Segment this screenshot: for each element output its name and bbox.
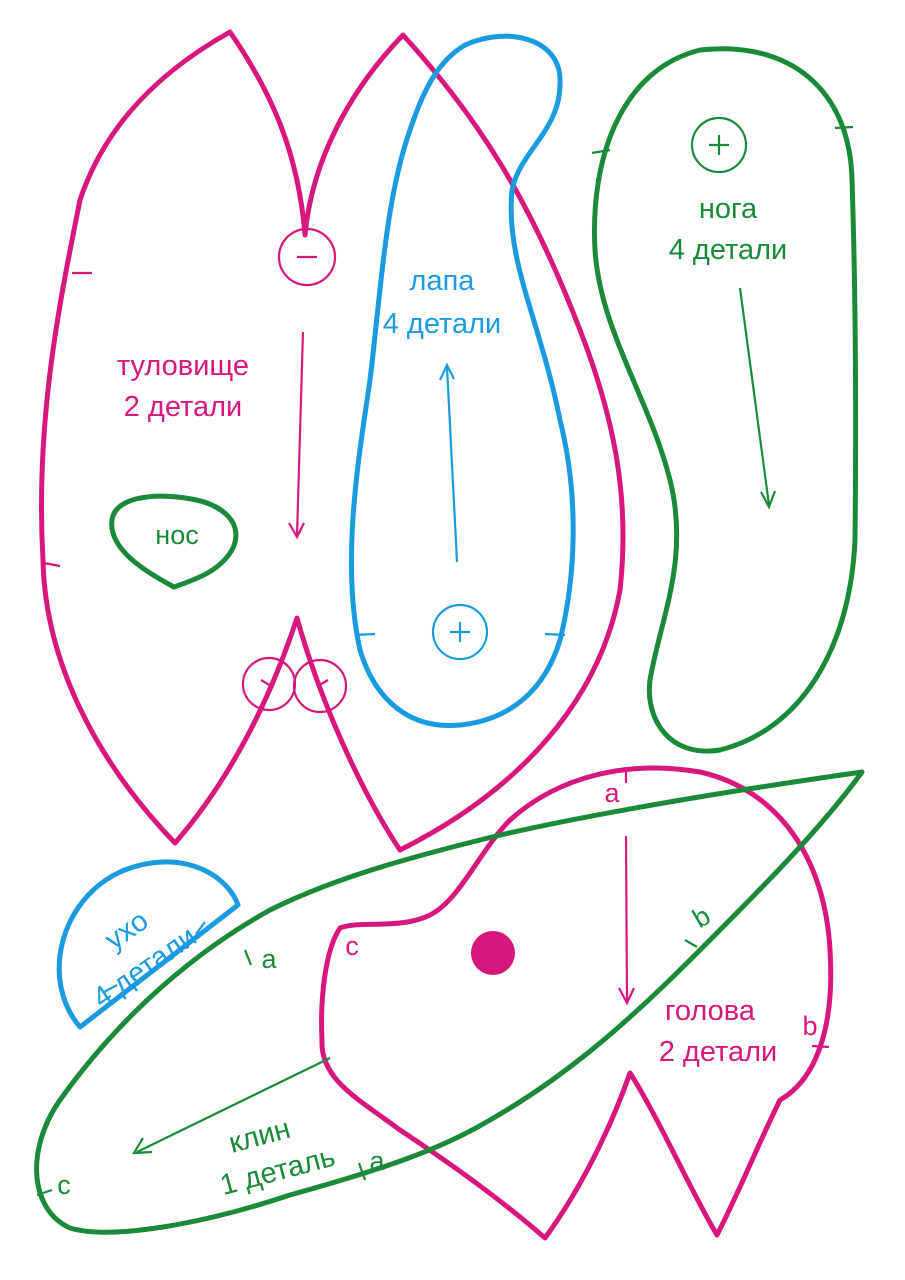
leg-join-circle <box>690 116 748 174</box>
body-notch-left-lower <box>43 561 61 568</box>
wedge-notch-a-lower <box>357 1162 367 1181</box>
wedge-notch-b <box>684 939 698 948</box>
paw-label-line2: 4 детали <box>383 308 501 340</box>
wedge-notch-c <box>36 1188 53 1197</box>
leg-grain-arrowhead <box>760 490 777 510</box>
wedge-mark-a-upper: a <box>261 944 277 974</box>
ear-notch-right <box>195 921 206 935</box>
nose-outline <box>109 493 239 590</box>
wedge-notch-a-upper <box>243 949 253 966</box>
wedge-outline <box>34 769 865 1235</box>
paw-grain-arrowhead <box>439 362 455 381</box>
body-join-circle-right <box>292 658 348 714</box>
wedge-mark-a-lower: a <box>369 1146 385 1176</box>
body-piece: туловище 2 детали <box>38 29 626 853</box>
head-grain-arrowhead <box>618 987 635 1006</box>
body-outline <box>38 29 626 853</box>
body-label-line2: 2 детали <box>124 391 242 423</box>
body-join-mark-left <box>260 679 272 687</box>
paw-notch-right <box>544 632 566 637</box>
leg-label-line2: 4 детали <box>669 234 787 266</box>
leg-grain-arrow <box>738 287 771 506</box>
ear-outline <box>56 859 241 1030</box>
head-piece: a b c голова 2 детали <box>319 765 834 1241</box>
paw-label-line1: лапа <box>410 265 476 297</box>
head-eye-dot <box>471 931 515 975</box>
head-mark-b: b <box>802 1011 817 1041</box>
body-join-mark-right <box>317 679 329 687</box>
nose-piece: нос <box>109 493 239 590</box>
leg-label-line1: нога <box>699 193 758 225</box>
leg-piece: нога 4 детали <box>591 46 859 754</box>
head-grain-arrow <box>624 835 629 1001</box>
body-join-circle-top <box>277 227 337 287</box>
head-notch-b-right <box>811 1044 830 1049</box>
wedge-grain-arrowhead <box>131 1137 153 1155</box>
body-label-line1: туловище <box>117 350 249 382</box>
paw-notch-left <box>354 632 376 637</box>
head-mark-c: c <box>345 931 359 961</box>
nose-label: нос <box>155 520 198 550</box>
wedge-mark-c: c <box>57 1170 71 1200</box>
paw-outline <box>348 33 576 729</box>
head-outline <box>319 765 834 1241</box>
head-label-line2: 2 детали <box>659 1036 777 1068</box>
wedge-mark-b: b <box>687 900 715 933</box>
leg-notch-left <box>591 148 611 155</box>
head-mark-a: a <box>604 778 620 808</box>
body-grain-arrow <box>295 331 305 536</box>
leg-outline <box>591 46 859 754</box>
paw-grain-arrow <box>445 366 459 563</box>
head-label-line1: голова <box>665 995 756 1027</box>
paw-join-circle <box>431 603 489 661</box>
paw-piece: лапа 4 детали <box>348 33 576 729</box>
leg-notch-right <box>834 125 854 130</box>
body-grain-arrowhead <box>288 522 305 540</box>
ear-notch-left <box>103 984 118 993</box>
wedge-grain-arrow <box>136 1057 331 1153</box>
